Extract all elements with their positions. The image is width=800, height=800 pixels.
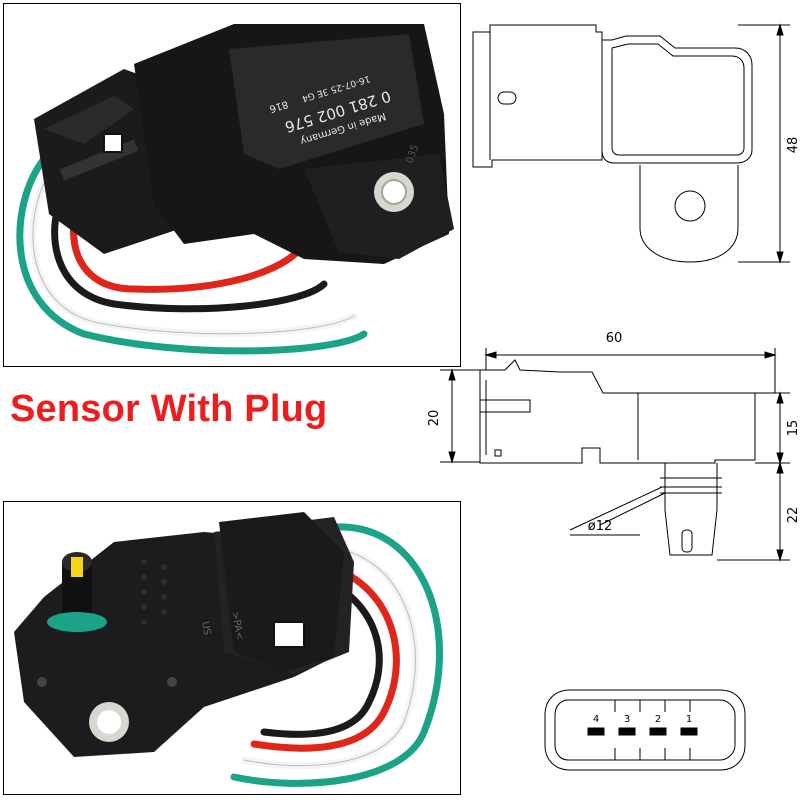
wire-white-outline <box>32 173 355 335</box>
sensor-body-top <box>134 24 454 264</box>
pin-slot-4 <box>587 727 605 736</box>
code-text: 816 <box>268 98 289 114</box>
pin-label-1: 1 <box>686 714 692 725</box>
wire-white-bottom-outline <box>243 546 416 767</box>
pin-label-3: 3 <box>624 714 630 725</box>
wire-red-bottom <box>250 558 400 752</box>
sensor-body-bottom <box>14 512 354 757</box>
drawing-top-view <box>472 23 790 264</box>
pin-label-2: 2 <box>655 714 661 725</box>
dim-nozzle-diameter-label: ø12 <box>588 519 613 534</box>
wire-black <box>51 185 328 313</box>
sensor-photo-bottom: US >PA< <box>3 501 461 795</box>
caption-sensor-with-plug: Sensor With Plug <box>10 388 328 430</box>
wire-green-bottom <box>230 523 443 787</box>
dim-height-label: 48 <box>786 137 800 154</box>
wire-green <box>16 155 368 355</box>
pin-slot-3 <box>618 727 636 736</box>
dim-length-label: 60 <box>606 331 623 346</box>
connector-pinout <box>544 689 746 771</box>
plug-mark-pa: >PA< <box>229 611 245 641</box>
dim-nozzle-length-label: 22 <box>786 507 800 524</box>
sensor-photo-top: Made in Germany 0 281 002 576 16-07-25 3… <box>3 3 461 367</box>
pin-label-4: 4 <box>593 714 599 725</box>
wire-harness-top <box>16 155 368 355</box>
plug-mark-us: US <box>199 621 212 636</box>
dim-plug-height-label: 20 <box>427 410 442 427</box>
wire-red <box>70 195 308 293</box>
pin-slot-1 <box>680 727 698 736</box>
dim-body-height-label: 15 <box>786 420 800 437</box>
sensor-bottom-illustration: US >PA< <box>14 512 443 787</box>
pin-slot-2 <box>649 727 667 736</box>
drawing-side-view <box>440 348 790 562</box>
sensor-top-illustration: Made in Germany 0 281 002 576 16-07-25 3… <box>16 24 454 355</box>
